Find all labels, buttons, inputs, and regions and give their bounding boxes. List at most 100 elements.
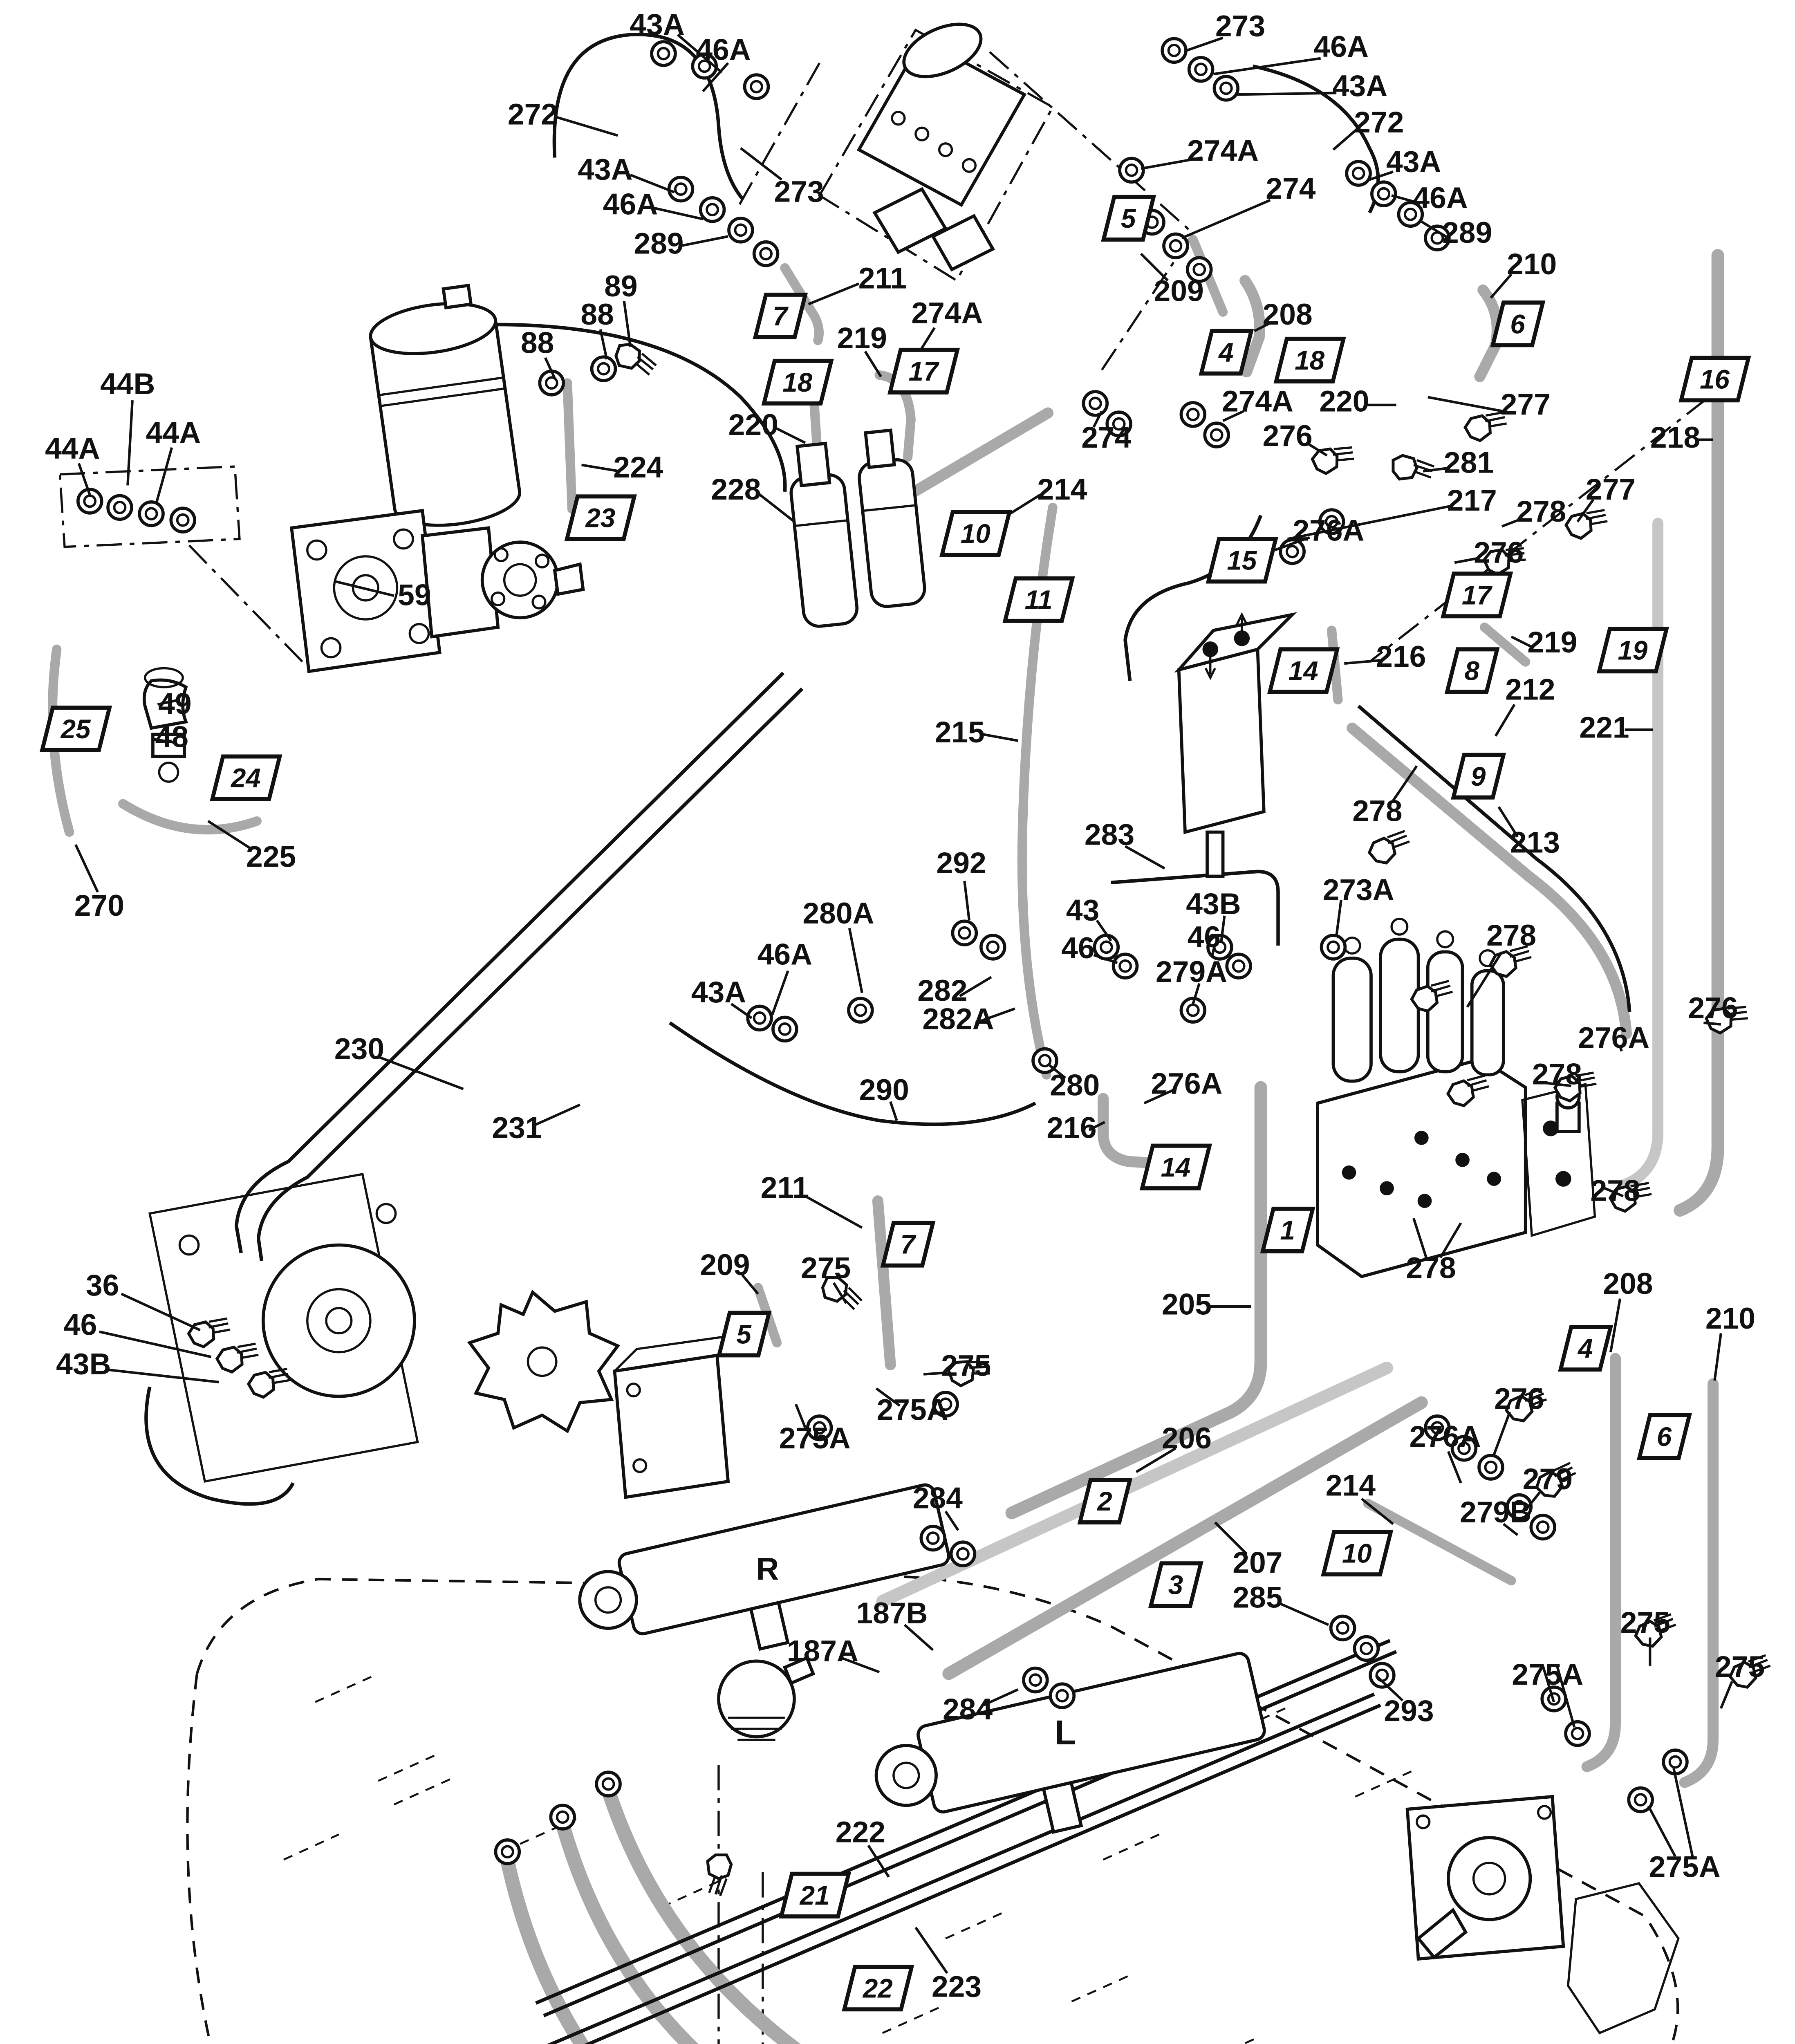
part-label-214: 214	[1037, 473, 1087, 506]
svg-text:10: 10	[1342, 1538, 1372, 1568]
boxed-callout-24: 24	[210, 754, 282, 801]
part-label-279A: 279A	[1156, 955, 1227, 988]
hose-207	[942, 1396, 1428, 1680]
part-label-283: 283	[1085, 818, 1134, 851]
cylinder-right	[578, 1483, 950, 1651]
part-label-46A: 46A	[1314, 30, 1369, 63]
part-label-46: 46	[1061, 931, 1094, 965]
part-label-43A: 43A	[578, 153, 632, 186]
svg-text:4: 4	[1218, 338, 1233, 368]
svg-text:21: 21	[799, 1880, 830, 1910]
svg-text:9: 9	[1471, 762, 1486, 791]
part-label-275: 275	[1715, 1650, 1765, 1683]
part-label-210: 210	[1705, 1302, 1755, 1335]
part-label-274A: 274A	[1187, 134, 1259, 167]
svg-text:19: 19	[1618, 635, 1647, 665]
part-label-275A: 275A	[877, 1393, 948, 1427]
part-label-223: 223	[932, 1970, 982, 2004]
svg-text:23: 23	[585, 503, 615, 533]
part-label-275A: 275A	[1649, 1850, 1721, 1884]
boxed-callout-14: 14	[1267, 647, 1340, 694]
svg-text:18: 18	[782, 368, 812, 397]
part-label-88: 88	[521, 326, 554, 360]
part-label-43: 43	[1066, 893, 1099, 927]
svg-text:1: 1	[1280, 1215, 1295, 1245]
part-label-212: 212	[1505, 673, 1555, 706]
part-label-282: 282	[917, 974, 967, 1007]
part-label-222: 222	[836, 1815, 885, 1849]
part-label-216: 216	[1376, 640, 1426, 673]
part-label-293: 293	[1384, 1694, 1434, 1728]
svg-text:6: 6	[1657, 1422, 1672, 1452]
hose-221	[1618, 518, 1664, 1191]
part-label-285: 285	[1233, 1580, 1282, 1614]
part-label-208: 208	[1603, 1267, 1653, 1300]
tube-231	[256, 687, 804, 1261]
part-label-220: 220	[728, 408, 778, 442]
part-label-276A: 276A	[1410, 1420, 1481, 1453]
svg-text:3: 3	[1168, 1570, 1183, 1600]
part-label-276: 276	[1494, 1382, 1544, 1416]
text-mark-R: R	[756, 1551, 779, 1587]
svg-text:4: 4	[1577, 1334, 1593, 1363]
part-label-279: 279	[1523, 1462, 1573, 1496]
svg-text:8: 8	[1464, 656, 1479, 686]
part-label-49: 49	[158, 687, 191, 720]
boxed-callout-5: 5	[1101, 195, 1156, 242]
part-label-290: 290	[859, 1073, 909, 1107]
boxed-callout-8: 8	[1444, 647, 1500, 694]
boxed-callout-7: 7	[753, 292, 808, 340]
hose-218	[1674, 249, 1724, 1217]
hose-225-top	[118, 799, 262, 835]
hose-208-top	[1239, 275, 1265, 378]
svg-text:25: 25	[60, 714, 91, 744]
part-label-219: 219	[837, 321, 887, 355]
svg-text:15: 15	[1227, 546, 1257, 576]
boxed-callout-14: 14	[1139, 1143, 1212, 1190]
part-label-46A: 46A	[696, 33, 751, 67]
hose-214-top	[892, 407, 1054, 507]
text-mark-L: L	[1055, 1713, 1076, 1752]
part-label-272: 272	[1354, 105, 1404, 139]
tee-fitting-48	[151, 733, 186, 783]
part-label-217: 217	[1447, 484, 1497, 517]
boxed-callout-18: 18	[761, 359, 834, 406]
breather-cap	[717, 1656, 816, 1741]
svg-text:5: 5	[736, 1319, 752, 1349]
part-label-44A: 44A	[146, 416, 201, 449]
part-label-211: 211	[858, 262, 907, 295]
part-label-88: 88	[580, 298, 614, 331]
part-label-292: 292	[937, 846, 986, 880]
boxed-callout-2: 2	[1077, 1477, 1133, 1525]
svg-text:16: 16	[1700, 364, 1730, 394]
part-label-228: 228	[711, 473, 761, 506]
part-label-276A: 276A	[1578, 1021, 1649, 1055]
text-marks: RLRHLH	[756, 1551, 1076, 1752]
hose-219-right	[1479, 622, 1531, 667]
part-label-215: 215	[935, 715, 985, 749]
tube-tank-outlet	[480, 323, 787, 492]
svg-text:24: 24	[230, 763, 261, 793]
boxed-callout-23: 23	[564, 494, 637, 541]
part-label-43A: 43A	[1333, 69, 1387, 103]
tube-290	[669, 1021, 1036, 1126]
svg-text:5: 5	[1121, 204, 1136, 233]
svg-text:14: 14	[1161, 1152, 1190, 1182]
part-label-278: 278	[1352, 794, 1402, 828]
boxed-callout-6: 6	[1637, 1413, 1692, 1460]
svg-text:7: 7	[773, 301, 789, 331]
part-label-280A: 280A	[802, 896, 874, 930]
cylinder-left	[874, 1652, 1266, 1834]
boxed-callout-19: 19	[1596, 627, 1670, 674]
part-label-284: 284	[913, 1481, 963, 1515]
part-label-214: 214	[1326, 1469, 1376, 1502]
part-label-205: 205	[1162, 1287, 1212, 1321]
boxed-callout-5: 5	[716, 1311, 772, 1358]
part-label-276: 276	[1474, 536, 1524, 569]
part-label-219: 219	[1527, 625, 1577, 659]
part-label-187A: 187A	[787, 1634, 858, 1667]
part-label-213: 213	[1510, 826, 1560, 859]
